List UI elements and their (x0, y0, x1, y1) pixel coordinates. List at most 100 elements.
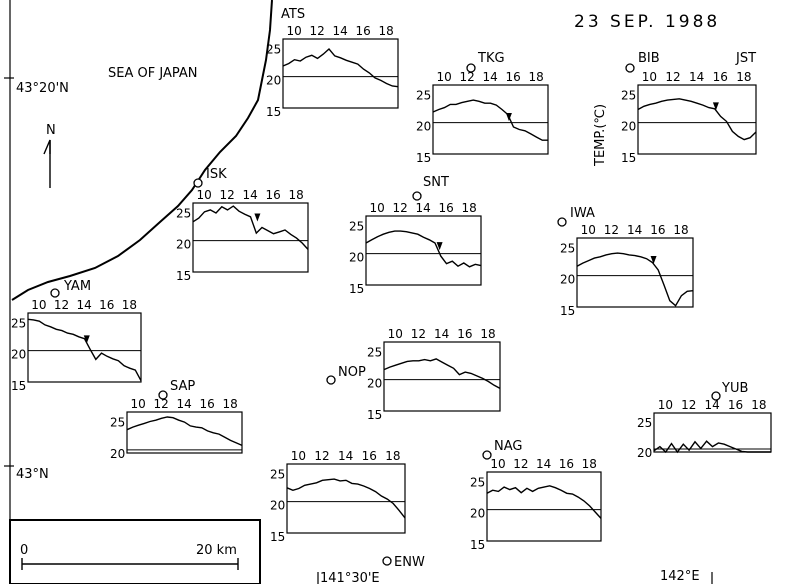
x-tick-nag-3: 16 (559, 457, 574, 471)
scale-bar: 0 20 km (9, 519, 261, 584)
x-tick-iwa-1: 12 (604, 223, 619, 237)
station-name-bib: BIB (638, 51, 660, 66)
x-tick-iwa-3: 16 (650, 223, 665, 237)
station-marker-yub (711, 391, 721, 401)
x-tick-tkg-4: 18 (529, 70, 544, 84)
x-tick-ats-3: 16 (356, 24, 371, 38)
y-tick-sap-0: 25 (110, 415, 125, 429)
lon-east-label: 142°E (660, 569, 700, 584)
y-tick-yam-2: 15 (11, 379, 26, 393)
station-marker-tkg (466, 63, 476, 73)
station-marker-bib (625, 63, 635, 73)
x-tick-yub-3: 16 (728, 398, 743, 412)
station-marker-nag (482, 450, 492, 460)
panel-frame-nop (383, 341, 501, 412)
station-name-nop: NOP (338, 365, 366, 380)
temperature-line-isk (192, 205, 309, 250)
panel-frame-nag (486, 471, 602, 542)
station-name-nag: NAG (494, 439, 522, 454)
temperature-line-yam (27, 318, 142, 382)
date-label: 23 SEP. 1988 (574, 12, 720, 32)
front-arrow-icon-isk (254, 213, 261, 222)
sea-label: SEA OF JAPAN (108, 66, 197, 81)
y-tick-nag-0: 25 (470, 475, 485, 489)
station-marker-isk (193, 178, 203, 188)
x-tick-nop-1: 12 (411, 327, 426, 341)
y-tick-iwa-2: 15 (560, 304, 575, 318)
panel-frame-yam (27, 312, 142, 383)
station-name-iwa: IWA (570, 206, 595, 221)
y-tick-yub-0: 25 (637, 416, 652, 430)
svg-text:N: N (46, 123, 56, 138)
x-tick-yub-1: 12 (681, 398, 696, 412)
y-tick-yub-1: 20 (637, 446, 652, 460)
y-tick-jst-0: 25 (621, 88, 636, 102)
x-tick-snt-3: 16 (439, 201, 454, 215)
x-tick-snt-4: 18 (462, 201, 477, 215)
x-tick-nag-4: 18 (582, 457, 597, 471)
x-tick-isk-2: 14 (243, 188, 258, 202)
x-tick-sap-1: 12 (154, 397, 169, 411)
y-tick-tkg-0: 25 (416, 88, 431, 102)
x-tick-ats-2: 14 (333, 24, 348, 38)
station-marker-yam (50, 288, 60, 298)
y-tick-yam-1: 20 (11, 348, 26, 362)
station-name-jst: JST (735, 51, 756, 66)
front-arrow-icon-jst (712, 102, 719, 111)
panel-frame-yub (653, 412, 772, 453)
scale-start: 0 (20, 543, 28, 558)
station-name-ats: ATS (281, 7, 305, 22)
front-arrow-icon-snt (436, 242, 443, 251)
station-charts: ATS 10 12 14 16 18 25 20 15 TKG 10 12 14 16 18 25 20 15 JS… (11, 7, 772, 570)
temperature-line-yub (653, 440, 771, 454)
y-tick-jst-2: 15 (621, 151, 636, 165)
x-tick-nag-0: 10 (490, 457, 505, 471)
north-arrow-icon: N (43, 123, 56, 188)
station-name-tkg: TKG (477, 51, 505, 66)
x-tick-tkg-2: 14 (483, 70, 498, 84)
x-tick-jst-4: 18 (736, 70, 751, 84)
y-tick-ats-0: 25 (266, 42, 281, 56)
x-tick-isk-0: 10 (197, 188, 212, 202)
y-tick-snt-0: 25 (349, 219, 364, 233)
x-tick-tkg-1: 12 (460, 70, 475, 84)
temp-axis-label: TEMP.(℃) (593, 104, 608, 167)
x-tick-enw-4: 18 (385, 449, 400, 463)
x-tick-iwa-4: 18 (673, 223, 688, 237)
x-tick-yam-3: 16 (99, 298, 114, 312)
x-tick-yam-2: 14 (77, 298, 92, 312)
y-tick-nop-2: 15 (367, 408, 382, 422)
panel-frame-isk (192, 202, 309, 273)
y-tick-yam-0: 25 (11, 316, 26, 330)
x-tick-sap-0: 10 (131, 397, 146, 411)
y-tick-nop-0: 25 (367, 345, 382, 359)
x-tick-yam-1: 12 (54, 298, 69, 312)
station-bib: BIB (625, 51, 660, 73)
x-tick-nop-2: 14 (434, 327, 449, 341)
y-tick-nag-1: 20 (470, 507, 485, 521)
x-tick-iwa-2: 14 (627, 223, 642, 237)
x-tick-yam-4: 18 (122, 298, 137, 312)
y-tick-ats-1: 20 (266, 74, 281, 88)
x-tick-tkg-3: 16 (506, 70, 521, 84)
y-tick-jst-1: 20 (621, 120, 636, 134)
y-tick-sap-1: 20 (110, 447, 125, 461)
x-tick-yam-0: 10 (31, 298, 46, 312)
x-tick-sap-2: 14 (177, 397, 192, 411)
lon-west-label: 141°30'E (320, 571, 380, 584)
panel-frame-tkg (432, 84, 549, 155)
station-marker-iwa (557, 217, 567, 227)
y-tick-tkg-1: 20 (416, 120, 431, 134)
y-tick-isk-0: 25 (176, 206, 191, 220)
y-tick-iwa-0: 25 (560, 241, 575, 255)
y-tick-iwa-1: 20 (560, 273, 575, 287)
